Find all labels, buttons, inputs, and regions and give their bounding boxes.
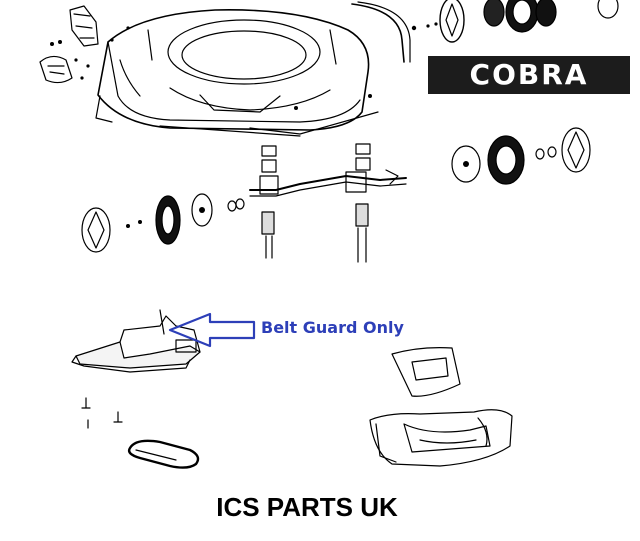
brand-logo-text: COBRA	[469, 58, 589, 91]
drive-belt-icon	[127, 439, 200, 469]
brand-logo: COBRA	[428, 56, 630, 94]
mower-deck-icon	[95, 9, 379, 137]
fastener-icon	[50, 22, 438, 110]
grass-chute-icon	[369, 347, 513, 467]
handle-bar-icon	[351, 1, 411, 63]
wheel-icon	[439, 0, 619, 43]
footer-title: ICS PARTS UK	[216, 492, 398, 522]
arrow-right-icon	[168, 312, 256, 348]
belt-guard-callout: Belt Guard Only	[261, 318, 404, 337]
axle-bracket-icon	[249, 143, 407, 263]
wheel-icon	[451, 127, 591, 185]
belt-guard-icon	[71, 309, 201, 373]
fastener-icon	[81, 397, 123, 429]
wheel-icon	[81, 193, 245, 253]
side-bracket-icon	[39, 5, 99, 84]
